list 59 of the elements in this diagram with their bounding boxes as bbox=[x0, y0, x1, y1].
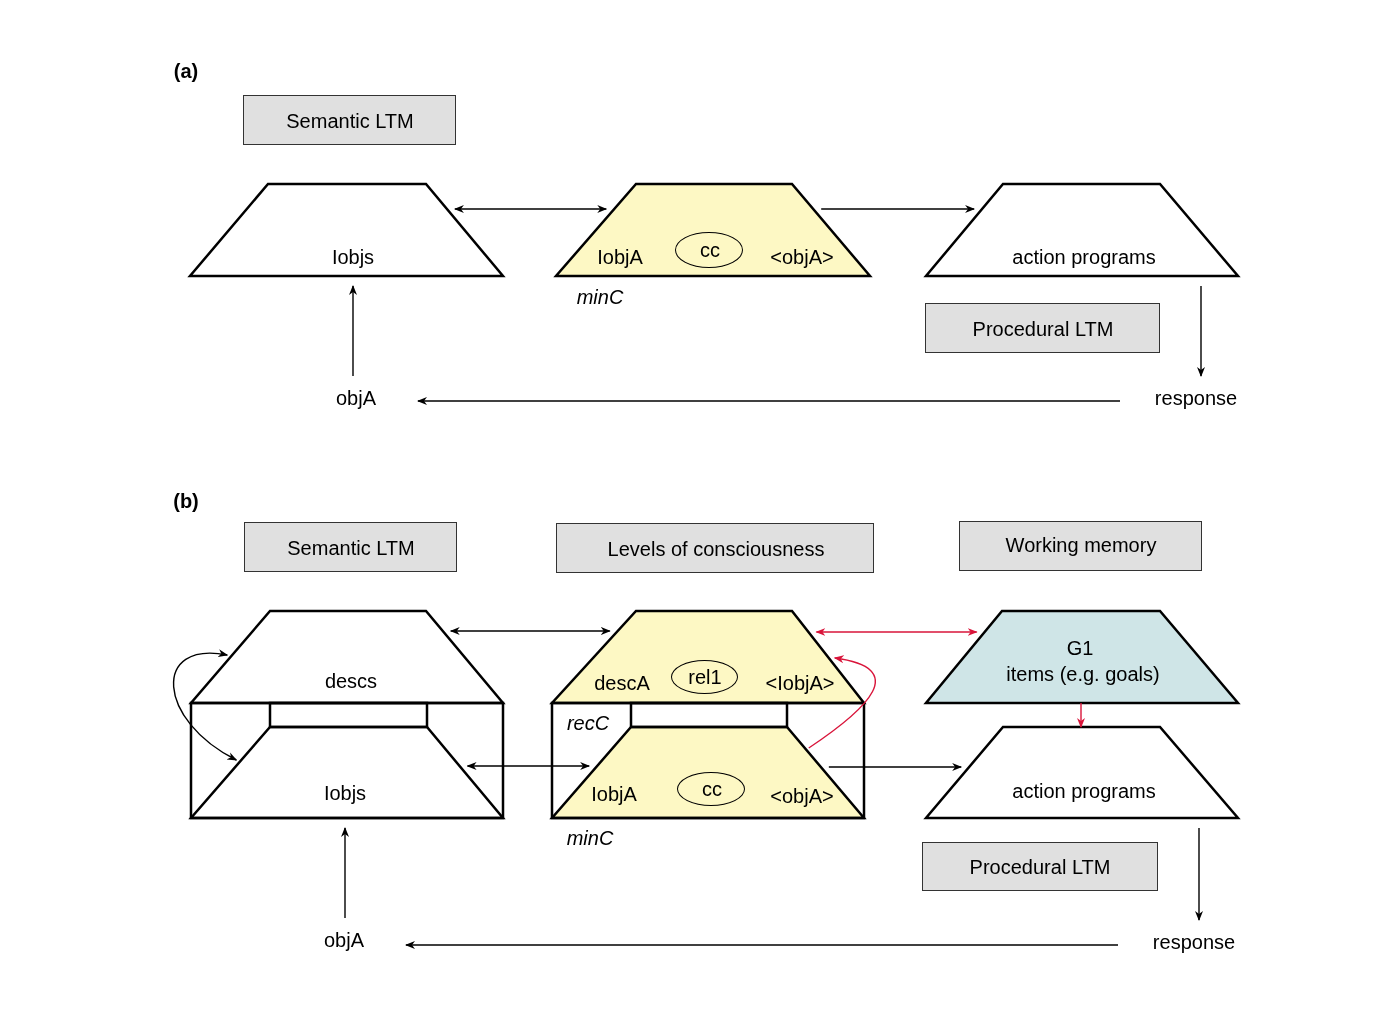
node-label: action programs bbox=[1012, 246, 1156, 268]
label-box bbox=[556, 523, 874, 573]
arrow bbox=[1197, 285, 1205, 377]
double-arrow bbox=[815, 628, 978, 636]
node-label: rel1 bbox=[688, 666, 722, 688]
node-label: <objA> bbox=[770, 246, 834, 268]
trapezoid-shape bbox=[191, 611, 503, 703]
label-box bbox=[922, 842, 1158, 891]
panel-label: (b) bbox=[173, 490, 199, 512]
label-box bbox=[243, 95, 456, 145]
arrow bbox=[828, 763, 963, 771]
node-label: <objA> bbox=[770, 785, 834, 807]
trapezoid-shape bbox=[926, 184, 1238, 276]
node-label: Iobjs bbox=[323, 782, 367, 804]
node-label: Semantic LTM bbox=[286, 110, 414, 132]
panel-label: (a) bbox=[173, 60, 199, 82]
trapezoid-shape bbox=[552, 611, 864, 703]
label-box bbox=[925, 303, 1160, 353]
arrow bbox=[820, 205, 976, 213]
arrow bbox=[341, 827, 349, 919]
node-label: <IobjA> bbox=[765, 672, 835, 694]
node-label: Procedural LTM bbox=[972, 318, 1114, 340]
node-label: cc bbox=[700, 239, 720, 261]
double-arrow bbox=[466, 762, 591, 770]
arrow bbox=[1195, 827, 1203, 921]
caption-label: minC bbox=[566, 827, 614, 849]
node-label: descs bbox=[324, 670, 378, 692]
caption-label: recC bbox=[566, 712, 610, 734]
node-label: action programs bbox=[1012, 780, 1156, 802]
trapezoid-shape bbox=[926, 611, 1238, 703]
node-label: response bbox=[1154, 387, 1238, 409]
node-label: G1 bbox=[1066, 637, 1094, 659]
trapezoid-shape bbox=[926, 727, 1238, 818]
node-label: objA bbox=[336, 387, 376, 409]
node-label: descA bbox=[594, 672, 650, 694]
double-arrow bbox=[453, 205, 608, 213]
node-label: Procedural LTM bbox=[969, 856, 1111, 878]
double-arrow bbox=[172, 650, 238, 761]
caption-label: minC bbox=[576, 286, 624, 308]
trapezoid-shape bbox=[190, 184, 503, 276]
node-label: Semantic LTM bbox=[287, 537, 415, 559]
node-label: items (e.g. goals) bbox=[1006, 663, 1160, 685]
label-box bbox=[959, 521, 1202, 571]
node-label: Iobjs bbox=[331, 246, 375, 268]
arrow bbox=[417, 397, 1121, 405]
trapezoid-shape bbox=[556, 184, 870, 276]
node-label: cc bbox=[702, 778, 722, 800]
trapezoid-shape bbox=[191, 727, 503, 818]
label-box bbox=[244, 522, 457, 572]
node-label: Working memory bbox=[1005, 534, 1157, 556]
arrow bbox=[349, 285, 357, 377]
node-label: IobjA bbox=[591, 783, 637, 805]
arrow bbox=[808, 655, 876, 749]
node-label: Levels of consciousness bbox=[607, 538, 825, 560]
node-label: objA bbox=[324, 929, 364, 951]
node-label: IobjA bbox=[597, 246, 643, 268]
node-label: response bbox=[1152, 931, 1236, 953]
arrow bbox=[405, 941, 1119, 949]
double-arrow bbox=[449, 627, 611, 635]
